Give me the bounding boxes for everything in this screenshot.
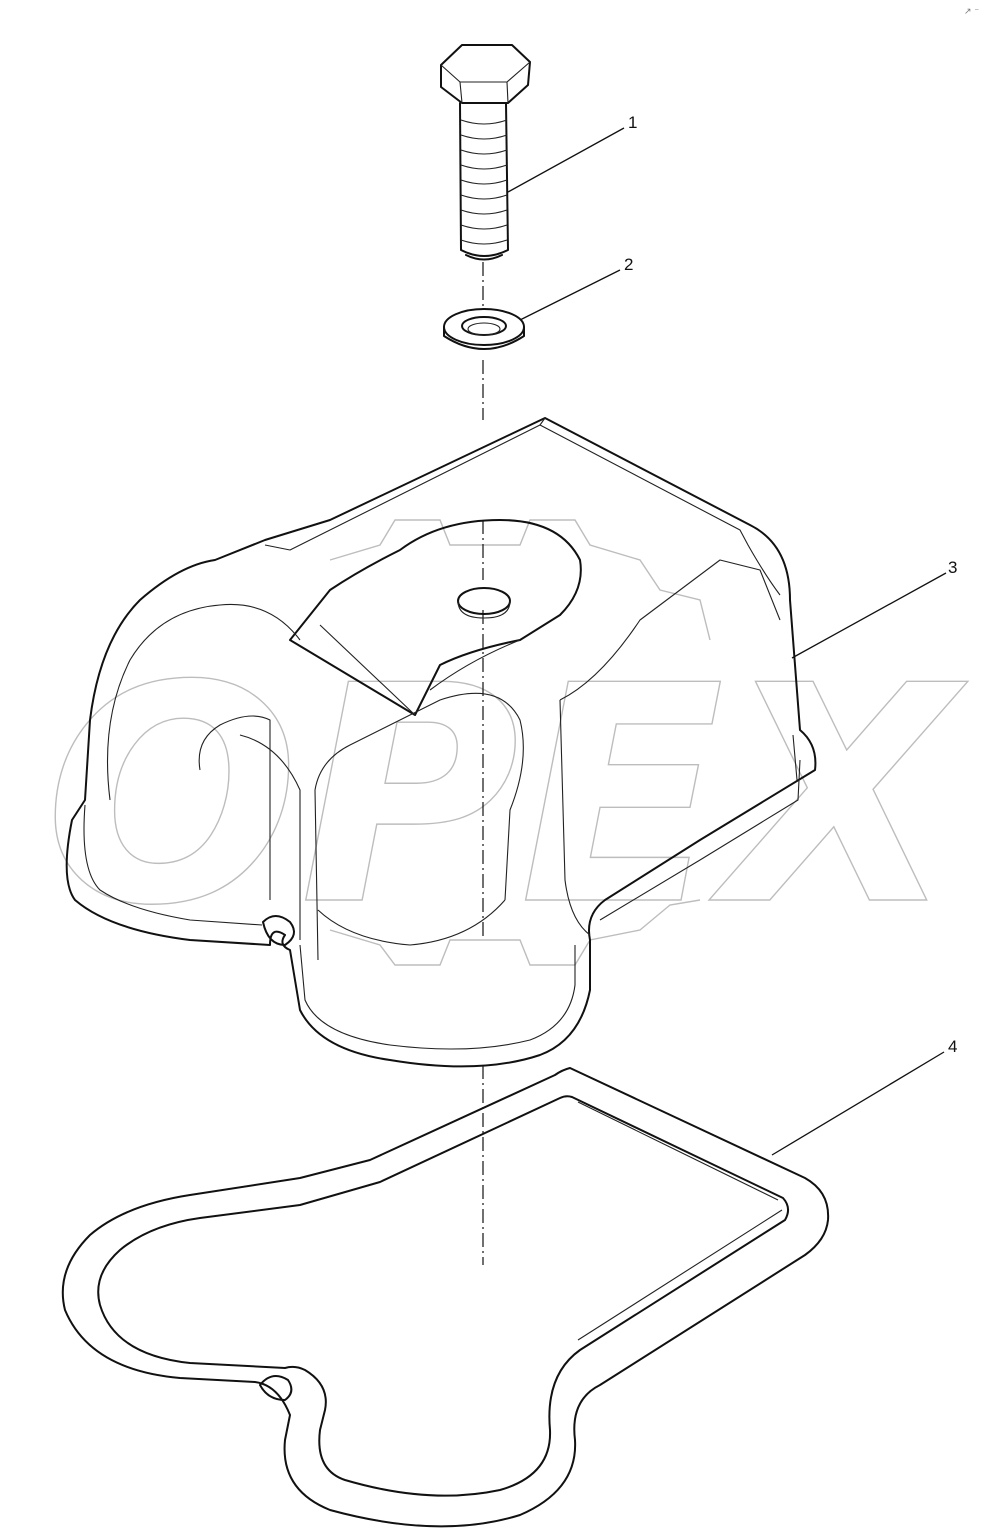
callout-label: 2 bbox=[624, 255, 633, 274]
watermark-logo: OPEX bbox=[44, 519, 969, 972]
callout-4: 4 bbox=[771, 1037, 957, 1156]
callout-label: 4 bbox=[948, 1037, 957, 1056]
watermark-text: OPEX bbox=[44, 622, 968, 971]
callout-label: 1 bbox=[628, 113, 637, 132]
callout-1: 1 bbox=[507, 113, 637, 193]
callout-label: 3 bbox=[948, 558, 957, 577]
callout-2: 2 bbox=[519, 255, 633, 321]
corner-mark: ↗ ⁻ bbox=[964, 7, 979, 17]
gasket bbox=[61, 1067, 830, 1528]
bolt bbox=[440, 44, 531, 261]
sealing-washer bbox=[443, 308, 525, 350]
valve-cover bbox=[65, 417, 817, 1068]
watermark-gear bbox=[329, 519, 711, 966]
callout-3: 3 bbox=[791, 558, 957, 659]
